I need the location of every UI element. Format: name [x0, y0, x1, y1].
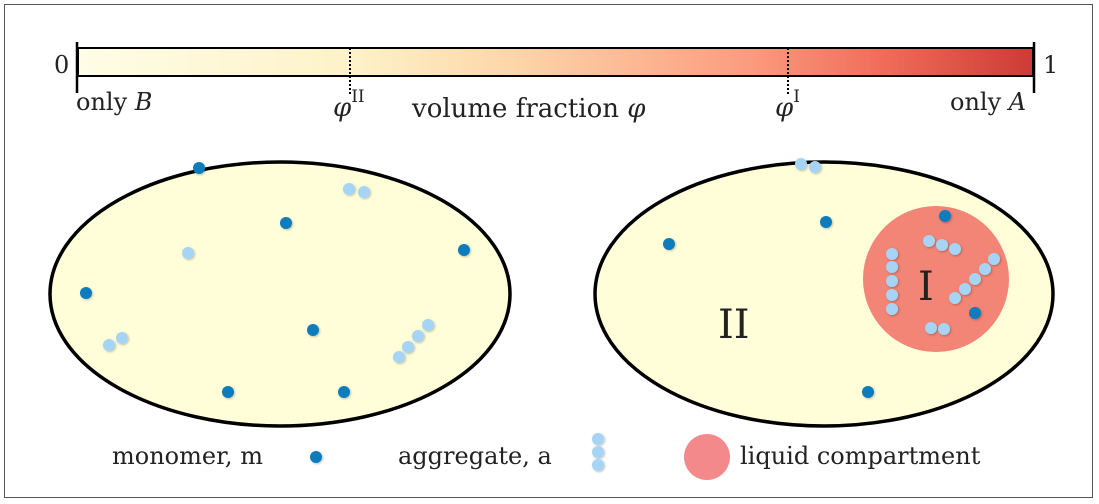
- aggregate-unit: [422, 319, 434, 331]
- aggregate-unit: [358, 186, 370, 198]
- aggregate-unit: [402, 341, 414, 353]
- aggregate-unit: [886, 303, 898, 315]
- aggregate-unit: [795, 158, 807, 170]
- aggregate-unit: [809, 161, 821, 173]
- monomer: [939, 210, 951, 222]
- monomer: [222, 386, 234, 398]
- monomer: [307, 324, 319, 336]
- aggregate-unit: [343, 183, 355, 195]
- aggregate-unit: [886, 289, 898, 301]
- aggregate-unit: [923, 235, 935, 247]
- right-aggregates: [795, 158, 1000, 335]
- monomer: [280, 217, 292, 229]
- aggregate-unit: [886, 261, 898, 273]
- aggregate-unit: [103, 339, 115, 351]
- legend: monomer, m aggregate, a liquid compartme…: [112, 433, 981, 480]
- monomer: [338, 386, 350, 398]
- aggregate-unit: [988, 253, 1000, 265]
- monomer: [458, 244, 470, 256]
- colorbar-max-label: 1: [1043, 51, 1058, 79]
- aggregate-unit: [886, 248, 898, 260]
- legend-monomer-icon: [310, 451, 322, 463]
- monomer: [969, 307, 981, 319]
- phase-II-label: II: [718, 302, 750, 348]
- aggregate-unit: [979, 263, 991, 275]
- phase-separated-system: II I: [593, 158, 1055, 428]
- aggregate-unit: [949, 243, 961, 255]
- monomer: [193, 162, 205, 174]
- aggregate-unit: [116, 332, 128, 344]
- colorbar-min-label: 0: [54, 51, 69, 79]
- aggregate-unit: [949, 292, 961, 304]
- colorbar-gradient: [77, 47, 1034, 77]
- aggregate-unit: [925, 322, 937, 334]
- legend-compartment-label: liquid compartment: [740, 442, 981, 470]
- aggregate-unit: [182, 247, 194, 259]
- monomer: [862, 386, 874, 398]
- left-monomers: [80, 162, 470, 398]
- phi-II-label: φII: [333, 87, 365, 123]
- right-monomers: [663, 210, 981, 398]
- phase-I-label: I: [918, 264, 934, 310]
- aggregate-unit: [959, 283, 971, 295]
- only-B-label: only B: [76, 88, 152, 116]
- legend-monomer-label: monomer, m: [112, 442, 263, 470]
- legend-aggregate-icon: [592, 433, 604, 471]
- legend-compartment-icon: [684, 434, 730, 480]
- legend-aggregate-label: aggregate, a: [398, 442, 552, 470]
- aggregate-unit: [393, 351, 405, 363]
- monomer: [820, 216, 832, 228]
- homogeneous-system: [48, 160, 512, 428]
- colorbar: 0 1 only B only A φII φI volume fraction…: [54, 42, 1058, 124]
- left-ellipse: [48, 160, 512, 428]
- aggregate-unit: [936, 239, 948, 251]
- aggregate-unit: [938, 323, 950, 335]
- phi-I-label: φI: [775, 87, 800, 123]
- monomer: [663, 238, 675, 250]
- aggregate-unit: [886, 275, 898, 287]
- colorbar-title: volume fraction φ: [411, 94, 646, 124]
- only-A-label: only A: [950, 88, 1026, 116]
- aggregate-unit: [969, 273, 981, 285]
- left-aggregates: [103, 183, 434, 363]
- monomer: [80, 287, 92, 299]
- aggregate-unit: [412, 330, 424, 342]
